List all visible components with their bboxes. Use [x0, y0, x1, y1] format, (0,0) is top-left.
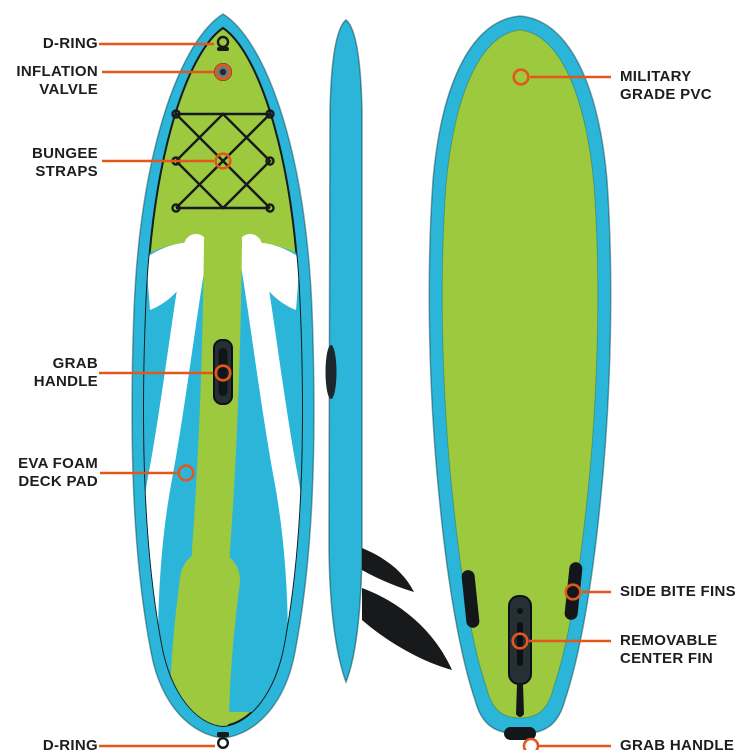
- label-d-ring-bottom: D-RING: [42, 737, 98, 754]
- label-center-fin: REMOVABLE CENTER FIN: [620, 632, 718, 667]
- callouts: [99, 42, 611, 750]
- side-bite-fin-right-icon: [564, 562, 583, 620]
- marker-military-pvc: [512, 68, 530, 86]
- label-inflation-valve: INFLATION VALVLE: [16, 63, 98, 98]
- marker-eva-foam: [177, 464, 195, 482]
- side-view-board: [325, 19, 452, 685]
- grab-handle-icon: [213, 339, 233, 405]
- label-grab-handle-bottom: GRAB HANDLE: [620, 737, 735, 754]
- marker-grab-handle: [214, 364, 232, 382]
- center-fin-box-icon: [508, 595, 532, 717]
- label-bungee-straps: BUNGEE STRAPS: [32, 145, 98, 180]
- marker-center-fin: [511, 632, 529, 650]
- label-military-pvc: MILITARY GRADE PVC: [620, 68, 712, 103]
- side-handle-icon: [325, 345, 337, 399]
- back-view-board: [428, 15, 612, 740]
- deck-pad-green-tail: [169, 550, 240, 726]
- d-ring-icon: [216, 35, 230, 51]
- side-fin-large-icon: [362, 588, 452, 670]
- label-side-bite-fins: SIDE BITE FINS: [620, 583, 736, 600]
- back-bottom-surface: [441, 29, 599, 719]
- eva-deck-pad-pattern: [143, 221, 303, 726]
- marker-inflation-valve: [214, 63, 232, 81]
- bungee-straps-icon: [171, 109, 275, 213]
- marker-bungee: [214, 152, 232, 170]
- side-profile: [328, 19, 363, 685]
- label-grab-handle: GRAB HANDLE: [33, 355, 98, 390]
- d-ring-bottom-icon: [216, 732, 229, 750]
- label-eva-foam: EVA FOAM DECK PAD: [18, 455, 98, 490]
- grab-handle-bottom-icon: [504, 727, 536, 740]
- marker-side-fins: [564, 583, 582, 601]
- front-view-board: [131, 13, 315, 750]
- side-fin-small-icon: [362, 548, 414, 592]
- side-bite-fin-left-icon: [461, 570, 480, 628]
- marker-grab-handle-bottom: [522, 737, 540, 750]
- label-d-ring-top: D-RING: [42, 35, 98, 52]
